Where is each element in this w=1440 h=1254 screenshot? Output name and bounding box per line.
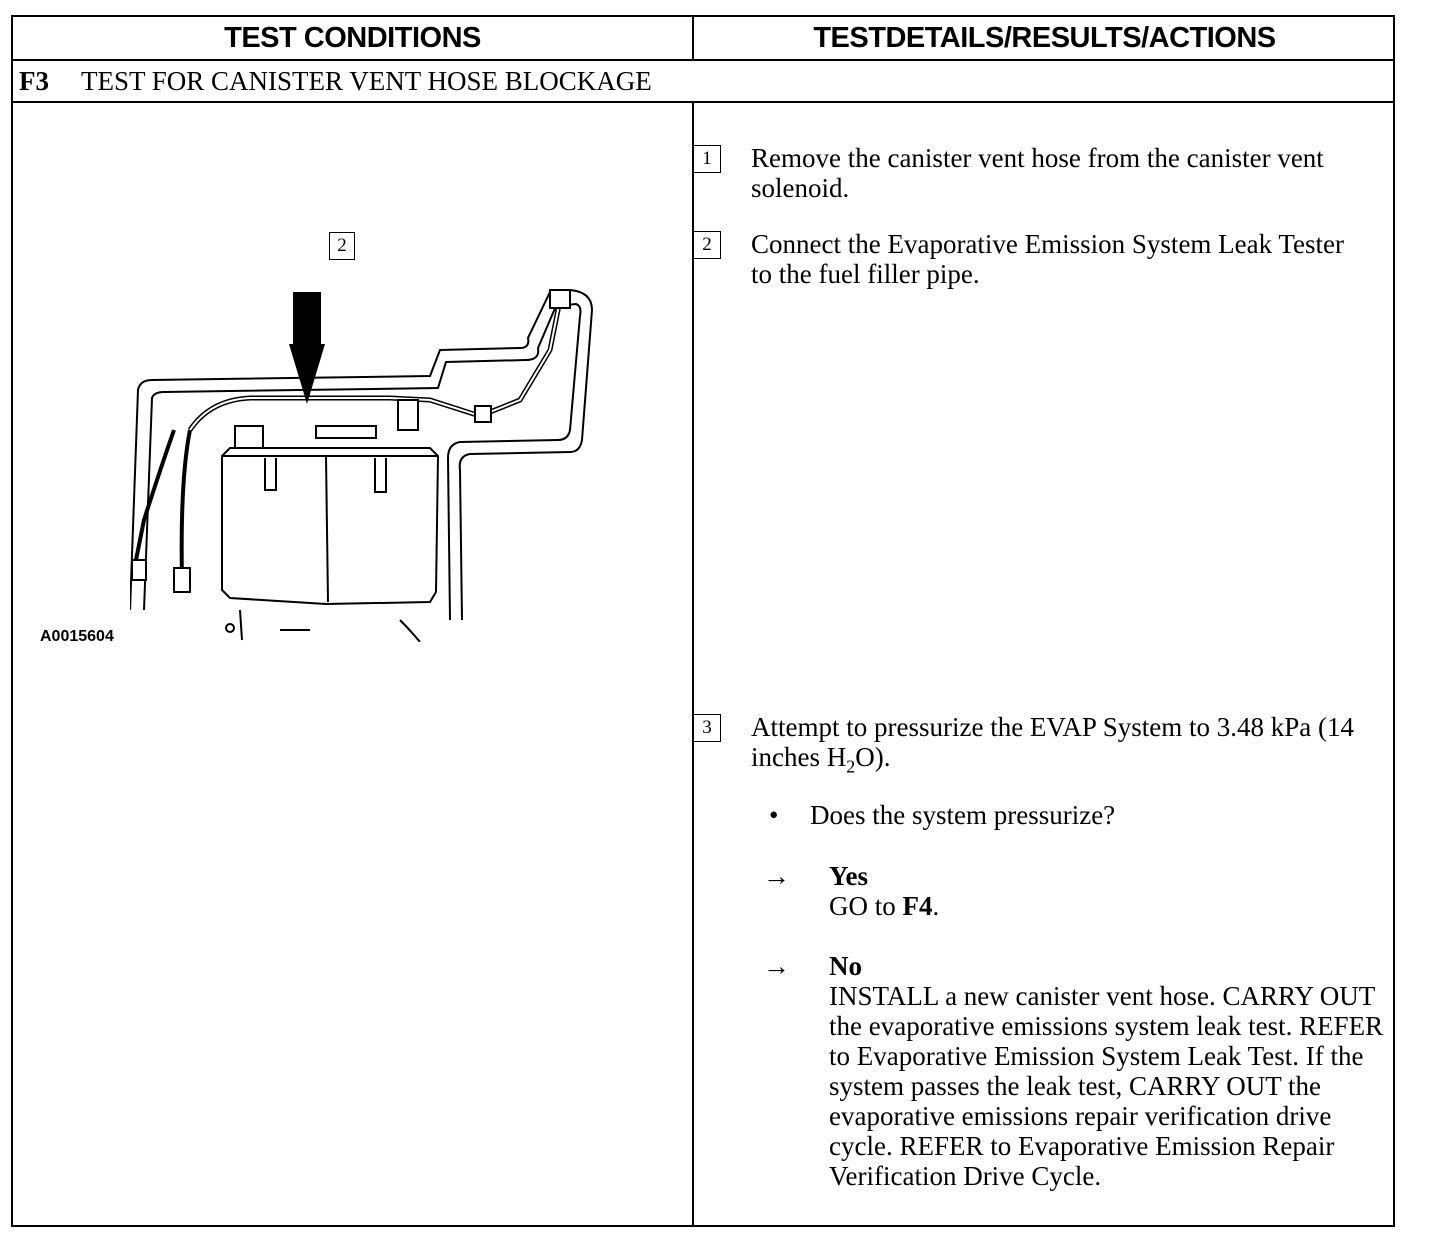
procedure-table: TEST CONDITIONS TESTDETAILS/RESULTS/ACTI… xyxy=(11,15,1395,1227)
answer-text: INSTALL a new canister vent hose. CARRY … xyxy=(829,981,1384,1191)
question-text: Does the system pressurize? xyxy=(810,800,1116,830)
step-text-subscript: 2 xyxy=(846,756,856,777)
step-text-main: Attempt to pressurize the EVAP System to… xyxy=(751,712,1354,772)
answer-label: Yes xyxy=(829,861,868,891)
right-arrow-icon: → xyxy=(763,861,790,891)
header-test-conditions: TEST CONDITIONS xyxy=(13,17,694,61)
step-text: Attempt to pressurize the EVAP System to… xyxy=(751,712,1371,781)
test-code: F3 xyxy=(19,65,49,96)
answer-text-end: . xyxy=(932,891,940,921)
answer-text: GO to F4. xyxy=(829,891,1384,921)
figure-callout: 2 xyxy=(329,232,355,260)
test-title: TEST FOR CANISTER VENT HOSE BLOCKAGE xyxy=(81,65,652,96)
answer-no: → No INSTALL a new canister vent hose. C… xyxy=(763,951,1383,1221)
canister-vent-hose-illustration xyxy=(130,288,594,642)
step-text: Connect the Evaporative Emission System … xyxy=(751,229,1344,289)
step-number: 2 xyxy=(693,231,721,259)
answer-text-lead: GO to xyxy=(829,891,903,921)
step-3: 3 Attempt to pressurize the EVAP System … xyxy=(693,712,1373,776)
arrow-pointer-icon xyxy=(289,292,325,404)
step-number: 3 xyxy=(693,714,721,742)
test-title-row: F3 TEST FOR CANISTER VENT HOSE BLOCKAGE xyxy=(13,61,1393,103)
answer-label: No xyxy=(829,951,862,981)
header-test-details: TESTDETAILS/RESULTS/ACTIONS xyxy=(694,17,1395,61)
answer-target: F4 xyxy=(902,891,933,921)
right-arrow-icon: → xyxy=(763,951,790,981)
answer-yes: → Yes GO to F4. xyxy=(763,861,1383,925)
step-text-end: O). xyxy=(855,742,891,772)
step-number: 1 xyxy=(693,145,721,173)
bullet-icon: • xyxy=(769,800,779,830)
figure-id: A0015604 xyxy=(40,628,114,645)
step-text: Remove the canister vent hose from the c… xyxy=(751,143,1324,203)
step-1: 1 Remove the canister vent hose from the… xyxy=(693,143,1373,207)
step-2: 2 Connect the Evaporative Emission Syste… xyxy=(693,229,1373,293)
column-divider xyxy=(692,103,694,1227)
